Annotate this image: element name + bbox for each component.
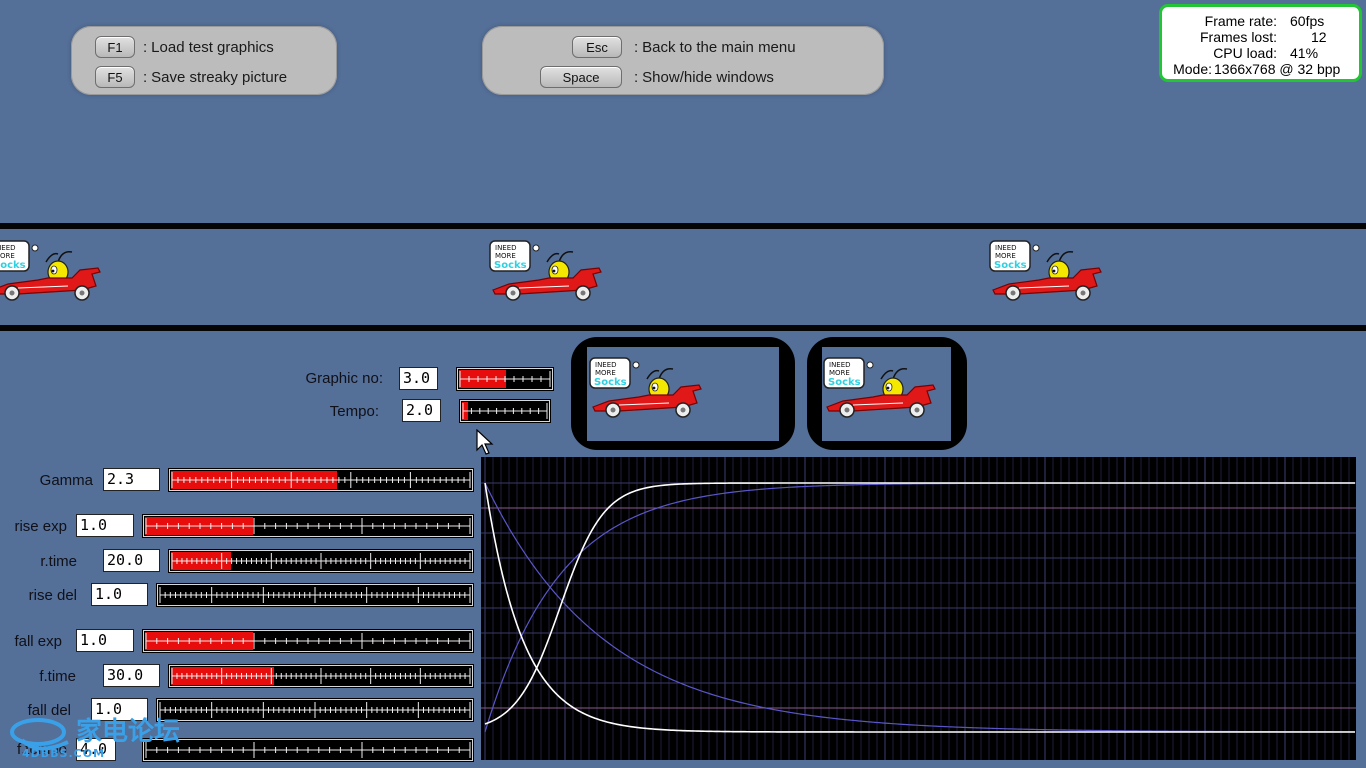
cpu-load-label: CPU load: — [1213, 45, 1277, 61]
svg-text:Socks: Socks — [828, 377, 861, 388]
tempo-slider[interactable] — [460, 400, 550, 422]
fall-del-label: fall del — [27, 702, 71, 719]
rise-curve — [484, 482, 1355, 725]
f1-key[interactable]: F1 — [95, 36, 135, 58]
frames-lost-label: Frames lost: — [1199, 29, 1277, 45]
rise-exp-value-field[interactable]: 1.0 — [76, 514, 134, 537]
shortcut-panel-left: F1 : Load test graphics F5 : Save streak… — [71, 26, 337, 95]
svg-text:MORE: MORE — [0, 252, 15, 260]
fall-exp-value-field[interactable]: 1.0 — [76, 629, 134, 652]
rise-del-slider[interactable] — [157, 584, 473, 606]
graphic-no-slider[interactable] — [457, 368, 553, 390]
r-time-value-field[interactable]: 20.0 — [103, 549, 160, 572]
watermark-title: 家电论坛 — [76, 716, 180, 747]
graphic-no-label: Graphic no: — [305, 370, 383, 387]
fall-del-slider[interactable] — [157, 699, 473, 721]
shortcut-row-f5[interactable]: F5 : Save streaky picture — [95, 66, 287, 88]
f-time-value-field[interactable]: 30.0 — [103, 664, 160, 687]
rise-del-label: rise del — [28, 587, 77, 604]
mouse-cursor-icon — [476, 429, 494, 455]
mode-label: Mode: — [1173, 61, 1212, 77]
tempo-value-field[interactable]: 2.0 — [402, 399, 441, 422]
svg-text:MORE: MORE — [829, 369, 850, 377]
svg-text:INEED: INEED — [595, 361, 617, 369]
performance-status-box: Frame rate: 60fps Frames lost: 12 CPU lo… — [1159, 4, 1362, 82]
response-curve-svg — [481, 457, 1356, 760]
f5-key[interactable]: F5 — [95, 66, 135, 88]
svg-text:Socks: Socks — [494, 260, 527, 271]
esc-key[interactable]: Esc — [572, 36, 622, 58]
rise-exp-slider[interactable] — [143, 515, 473, 537]
shortcut-panel-right: Esc : Back to the main menu Space : Show… — [482, 26, 884, 95]
svg-text:Socks: Socks — [994, 260, 1027, 271]
space-key[interactable]: Space — [540, 66, 622, 88]
mode-value: 1366x768 @ 32 bpp — [1214, 61, 1341, 77]
r-time-slider-scale — [171, 553, 471, 569]
fall-exp-slider-scale — [145, 633, 471, 649]
r-time-slider[interactable] — [169, 550, 473, 572]
tempo-label: Tempo: — [329, 403, 379, 420]
gamma-slider-scale — [171, 472, 471, 488]
f-tempo-value-field[interactable]: 4.0 — [76, 738, 116, 761]
strip-bottom-border — [0, 325, 1366, 331]
rise-exp-slider-scale — [145, 518, 471, 534]
gamma-value-field[interactable]: 2.3 — [103, 468, 160, 491]
svg-text:INEED: INEED — [829, 361, 851, 369]
rise-exp-label: rise exp — [14, 518, 67, 535]
response-curve-graph — [481, 457, 1356, 760]
f1-action-label: Load test graphics — [151, 38, 274, 56]
rise-del-slider-scale — [159, 587, 471, 603]
forum-watermark-logo: 家电论坛 4DBBS.COM — [10, 716, 180, 760]
fall-exp-label: fall exp — [14, 633, 62, 650]
gamma-slider[interactable] — [169, 469, 473, 491]
frame-rate-label: Frame rate: — [1204, 13, 1277, 29]
gamma-label: Gamma — [39, 472, 93, 489]
fall-curve — [484, 482, 1355, 733]
shortcut-row-space[interactable]: Space : Show/hide windows — [540, 66, 774, 88]
f-tempo-slider[interactable] — [143, 739, 473, 761]
svg-text:INEED: INEED — [995, 244, 1017, 252]
svg-text:Socks: Socks — [0, 260, 26, 271]
svg-text:Socks: Socks — [594, 377, 627, 388]
fall-exp-slider[interactable] — [143, 630, 473, 652]
f5-action-label: Save streaky picture — [151, 68, 288, 86]
fall-del-slider-scale — [159, 702, 471, 718]
f-time-slider-scale — [171, 668, 471, 684]
graphic-no-slider-scale — [459, 371, 551, 387]
space-action-label: Show/hide windows — [642, 68, 774, 86]
graphic-no-value-field[interactable]: 3.0 — [399, 367, 438, 390]
cpu-load-value: 41% — [1290, 45, 1319, 61]
svg-text:MORE: MORE — [495, 252, 516, 260]
f-time-label: f.time — [39, 668, 76, 685]
esc-action-label: Back to the main menu — [642, 38, 796, 56]
svg-text:MORE: MORE — [995, 252, 1016, 260]
frames-lost-value: 12 — [1311, 29, 1327, 45]
fall-del-value-field[interactable]: 1.0 — [91, 698, 148, 721]
svg-text:INEED: INEED — [495, 244, 517, 252]
shortcut-row-esc[interactable]: Esc : Back to the main menu — [572, 36, 796, 58]
r-time-label: r.time — [40, 553, 77, 570]
f-time-slider[interactable] — [169, 665, 473, 687]
svg-text:INEED: INEED — [0, 244, 16, 252]
svg-text:MORE: MORE — [595, 369, 616, 377]
strip-top-border — [0, 223, 1366, 229]
tempo-slider-scale — [462, 403, 548, 419]
frame-rate-value: 60fps — [1290, 13, 1325, 29]
watermark-subtitle: 4DBBS.COM — [22, 747, 105, 760]
rise-del-value-field[interactable]: 1.0 — [91, 583, 148, 606]
fall-reference-curve — [484, 482, 1355, 733]
shortcut-row-f1[interactable]: F1 : Load test graphics — [95, 36, 274, 58]
f-tempo-slider-scale — [145, 742, 471, 758]
